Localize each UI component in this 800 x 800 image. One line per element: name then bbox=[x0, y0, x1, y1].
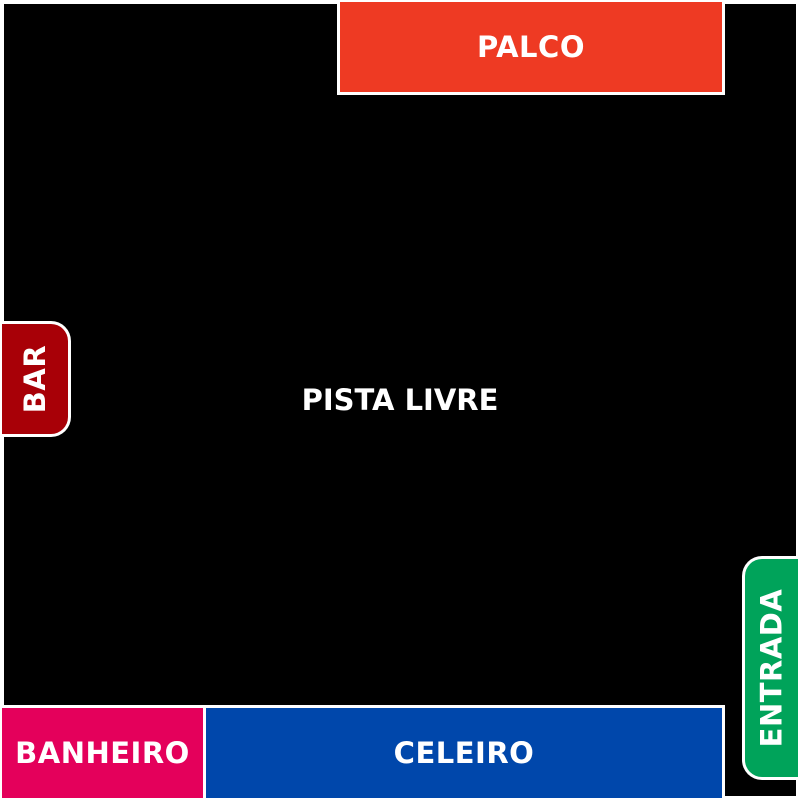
bar-zone[interactable]: BAR bbox=[2, 321, 71, 437]
barn-label: CELEIRO bbox=[393, 736, 535, 770]
entrance-zone[interactable]: ENTRADA bbox=[742, 556, 798, 780]
stage-zone[interactable]: PALCO bbox=[337, 2, 725, 95]
entrance-label: ENTRADA bbox=[754, 588, 789, 748]
dance-floor-label-text: PISTA LIVRE bbox=[301, 383, 499, 417]
barn-zone[interactable]: CELEIRO bbox=[203, 705, 725, 798]
stage-label: PALCO bbox=[477, 30, 585, 64]
dance-floor-label: PISTA LIVRE bbox=[250, 378, 550, 422]
restroom-label: BANHEIRO bbox=[15, 736, 190, 770]
dance-floor-area bbox=[4, 4, 796, 796]
bar-label: BAR bbox=[18, 344, 53, 414]
restroom-zone[interactable]: BANHEIRO bbox=[2, 705, 206, 798]
